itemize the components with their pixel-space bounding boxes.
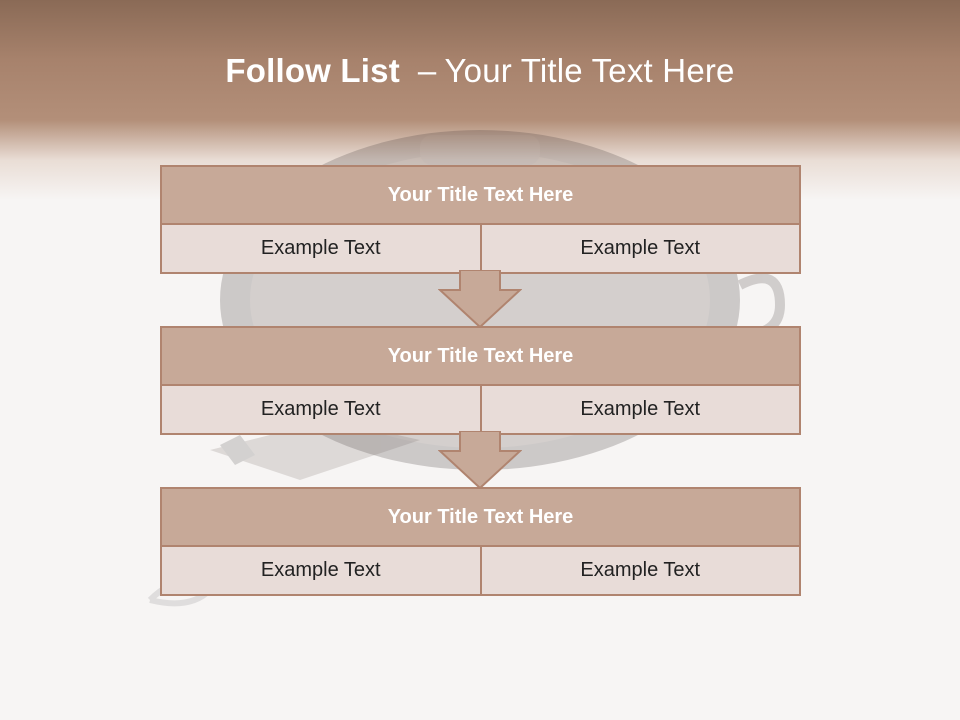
step-block-cell: Example Text — [162, 386, 480, 433]
title-dash: – — [417, 52, 437, 89]
step-block-1: Your Title Text Here Example Text Exampl… — [160, 165, 801, 274]
step-block-cell: Example Text — [479, 225, 799, 272]
title-rest: Your Title Text Here — [444, 52, 735, 89]
step-block-cell: Example Text — [479, 386, 799, 433]
step-block-row: Example Text Example Text — [162, 547, 799, 594]
step-block-title: Your Title Text Here — [162, 328, 799, 386]
step-block-cell: Example Text — [479, 547, 799, 594]
down-arrow-icon — [438, 431, 522, 489]
down-arrow-icon — [438, 270, 522, 328]
step-block-cell: Example Text — [162, 225, 480, 272]
step-block-2: Your Title Text Here Example Text Exampl… — [160, 326, 801, 435]
step-block-row: Example Text Example Text — [162, 225, 799, 272]
step-block-row: Example Text Example Text — [162, 386, 799, 433]
slide-title: Follow List–Your Title Text Here — [0, 52, 960, 90]
step-block-3: Your Title Text Here Example Text Exampl… — [160, 487, 801, 596]
step-block-cell: Example Text — [162, 547, 480, 594]
step-block-title: Your Title Text Here — [162, 489, 799, 547]
title-strong: Follow List — [225, 52, 400, 89]
step-block-title: Your Title Text Here — [162, 167, 799, 225]
